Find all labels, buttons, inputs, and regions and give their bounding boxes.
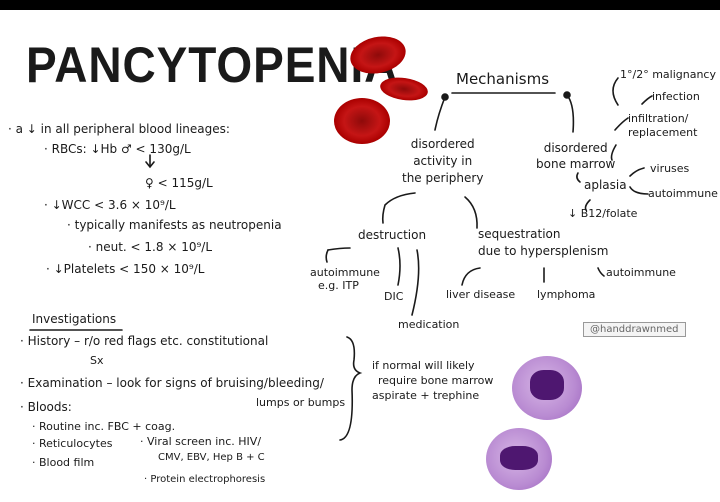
infiltration: infiltration/ replacement <box>628 112 697 140</box>
red-blood-cell <box>334 98 390 144</box>
text-line: autoimmune <box>310 266 380 279</box>
definition-rbc: · RBCs: ↓Hb ♂ < 130g/L <box>44 142 191 156</box>
inv-history: · History – r/o red flags etc. constitut… <box>20 334 269 348</box>
definition-neut: · neut. < 1.8 × 10⁹/L <box>88 240 213 254</box>
text-line: infiltration/ <box>628 112 689 125</box>
nucleus <box>530 370 564 400</box>
text-line: bone marrow <box>536 157 616 171</box>
text-line: aspirate + trephine <box>372 389 480 402</box>
medication: medication <box>398 318 460 331</box>
autoimmune-sequestration: autoimmune <box>606 266 676 279</box>
investigations-heading: Investigations <box>32 312 117 326</box>
definition-intro: · a ↓ in all peripheral blood lineages: <box>8 122 230 136</box>
page-title: PANCYTOPENIA <box>26 37 399 93</box>
autoimmune-itp: autoimmune e.g. ITP <box>310 266 380 292</box>
mechanism-marrow: disordered bone marrow <box>536 140 615 172</box>
infection: infection <box>652 90 700 103</box>
nucleus <box>500 446 538 470</box>
inv-exam-2: lumps or bumps <box>256 396 346 409</box>
sequestration: sequestration due to hypersplenism <box>478 226 608 260</box>
mechanisms-heading: Mechanisms <box>456 70 550 88</box>
inv-viral-2: CMV, EBV, Hep B + C <box>158 452 265 463</box>
definition-rbc-female: ♀ < 115g/L <box>145 176 213 190</box>
inv-retic: · Reticulocytes <box>32 437 113 450</box>
text-line: the periphery <box>402 171 484 185</box>
liver-disease: liver disease <box>446 288 516 301</box>
lymphoma: lymphoma <box>537 288 596 301</box>
text-line: replacement <box>628 126 698 139</box>
inv-sx: Sx <box>90 354 104 367</box>
inv-bloods: · Bloods: <box>20 400 72 414</box>
definition-platelets: · ↓Platelets < 150 × 10⁹/L <box>46 262 205 276</box>
neutrophil-image <box>486 428 552 490</box>
text-line: activity in <box>413 154 473 168</box>
aplasia: aplasia <box>584 178 627 192</box>
text-line: sequestration <box>478 227 561 241</box>
mechanism-periphery: disordered activity in the periphery <box>402 136 483 187</box>
autoimmune-aplasia: autoimmune <box>648 187 718 200</box>
text-line: if normal will likely <box>372 359 475 372</box>
text-line: due to hypersplenism <box>478 244 609 258</box>
malignancy: 1°/2° malignancy <box>620 68 716 81</box>
destruction: destruction <box>358 228 427 242</box>
text-line: disordered <box>543 141 608 155</box>
watermark-badge: @handdrawnmed <box>583 322 686 337</box>
top-bar <box>0 0 720 10</box>
text-line: disordered <box>410 137 475 151</box>
definition-neutropenia: · typically manifests as neutropenia <box>67 218 282 232</box>
bone-marrow-note: if normal will likely require bone marro… <box>372 358 493 403</box>
viruses: viruses <box>650 162 690 175</box>
dic: DIC <box>384 290 404 303</box>
inv-exam: · Examination – look for signs of bruisi… <box>20 376 324 390</box>
text-line: require bone marrow <box>378 374 494 387</box>
definition-wcc: · ↓WCC < 3.6 × 10⁹/L <box>44 198 176 212</box>
text-line: e.g. ITP <box>318 279 359 292</box>
inv-routine: · Routine inc. FBC + coag. <box>32 420 176 433</box>
neutrophil-image <box>512 356 582 420</box>
inv-viral: · Viral screen inc. HIV/ <box>140 435 262 448</box>
b12-folate: ↓ B12/folate <box>568 207 638 220</box>
inv-protein: · Protein electrophoresis <box>144 474 266 485</box>
inv-film: · Blood film <box>32 456 95 469</box>
